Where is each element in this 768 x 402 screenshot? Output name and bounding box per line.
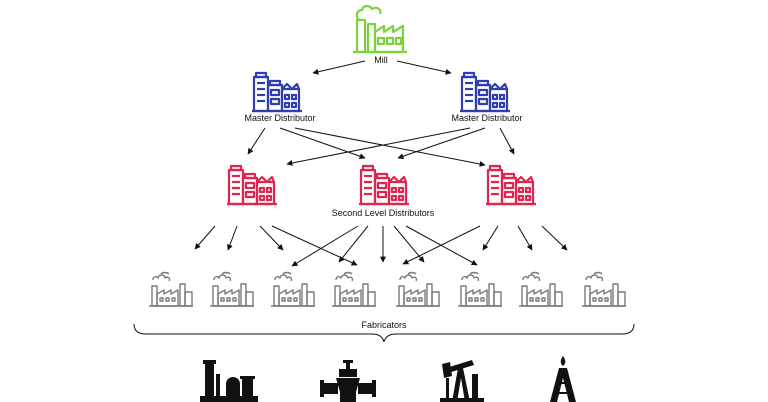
arrow: [286, 127, 471, 166]
arrow: [517, 225, 533, 251]
arrow: [227, 225, 238, 251]
arrow: [541, 225, 568, 251]
oil-pumpjack-icon: [440, 360, 484, 402]
fabricators-label: Fabricators: [361, 320, 407, 330]
arrow: [294, 127, 486, 167]
fabricator-6-icon: [457, 271, 503, 307]
arrow: [312, 60, 366, 75]
arrow: [271, 225, 358, 266]
arrow: [194, 225, 216, 250]
fabricator-3-icon: [270, 271, 316, 307]
fabricator-7-icon: [518, 271, 564, 307]
second-level-distributor-left-icon: [227, 164, 277, 206]
master-distributor-arrows: [247, 127, 515, 167]
master-distributor-right-label: Master Distributor: [451, 113, 522, 123]
refinery-icon: [200, 360, 258, 402]
second-level-distributor-center-icon: [359, 164, 409, 206]
mill-arrows: [312, 60, 452, 75]
arrow: [291, 225, 359, 267]
arrow: [397, 127, 486, 160]
second-level-distributor-right-icon: [486, 164, 536, 206]
master-distributor-left-icon: [252, 71, 302, 113]
arrow: [499, 127, 515, 155]
master-distributor-right-icon: [460, 71, 510, 113]
arrow: [402, 225, 481, 265]
arrow: [279, 127, 366, 160]
arrow: [393, 225, 425, 263]
arrow: [482, 225, 499, 251]
fabricator-1-icon: [148, 271, 194, 307]
oil-derrick-icon: [550, 356, 576, 402]
mill-icon: [351, 5, 409, 54]
mill-label: Mill: [374, 55, 388, 65]
second-level-distributors-label: Second Level Distributors: [332, 208, 435, 218]
fabricators-brace: [133, 323, 635, 343]
arrow: [396, 60, 452, 75]
master-distributor-left-label: Master Distributor: [244, 113, 315, 123]
fabricator-5-icon: [395, 271, 441, 307]
fabricator-4-icon: [331, 271, 377, 307]
arrow: [338, 225, 369, 263]
pipeline-valve-icon: [320, 360, 376, 402]
fabricator-8-icon: [581, 271, 627, 307]
arrow: [247, 127, 266, 155]
second-level-arrows: [194, 225, 568, 267]
arrow: [259, 225, 284, 251]
fabricator-2-icon: [209, 271, 255, 307]
